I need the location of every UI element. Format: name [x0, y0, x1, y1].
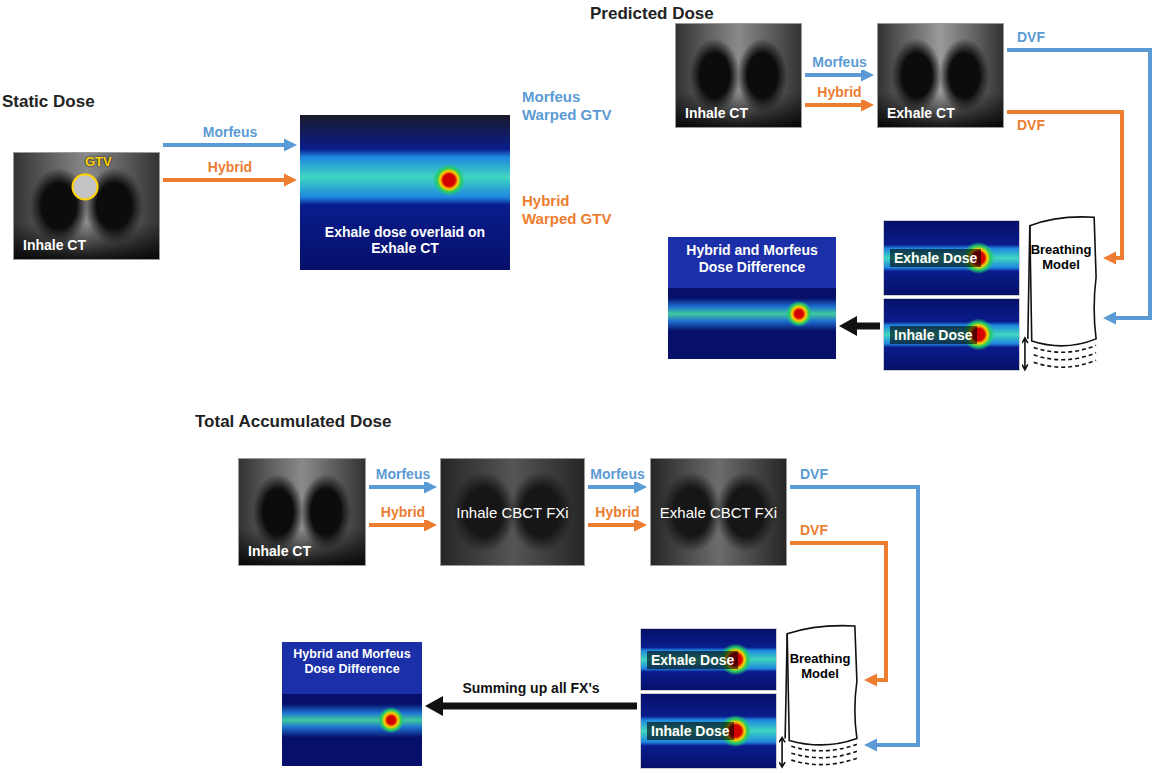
- arrow-head: [1103, 252, 1116, 265]
- arrow-label: Summing up all FX's: [460, 680, 601, 696]
- dose-image: Exhale Dose: [883, 220, 1020, 296]
- contour-label: Hybrid Warped GTV: [522, 192, 622, 228]
- arrow-head: [424, 519, 437, 532]
- outline-stroke: [1028, 226, 1030, 339]
- arrow-line: [805, 103, 861, 107]
- outline-stroke: [785, 634, 787, 739]
- node-text: Exhale Dose: [647, 651, 738, 669]
- node-text: GTV: [85, 154, 150, 169]
- section-title: Static Dose: [2, 92, 95, 112]
- arrow-head: [425, 696, 443, 716]
- node-text: Inhale CT: [248, 543, 356, 559]
- arrow-head: [284, 174, 297, 187]
- node-text: Inhale CT: [685, 105, 792, 121]
- arrow-label: DVF: [1015, 29, 1047, 45]
- arrow-head: [424, 481, 437, 494]
- outline-stroke: [1034, 360, 1096, 367]
- outline-stroke: [791, 758, 857, 764]
- cbct-image: Exhale CBCT FXi: [650, 458, 787, 566]
- flow-arrow: [805, 69, 874, 82]
- outline-stroke: [1034, 345, 1096, 352]
- arrow-label: Morfeus: [588, 466, 646, 482]
- outline-stroke: [791, 751, 857, 757]
- arrow-label: Hybrid: [379, 504, 427, 520]
- node-text: Exhale Dose: [890, 249, 981, 267]
- breathing-model: Breathing Model: [779, 622, 861, 770]
- dose-difference-image: Hybrid and Morfeus Dose Difference: [282, 642, 422, 766]
- ct-image: GTV Inhale CT: [13, 152, 160, 260]
- arrow-label: Morfeus: [810, 54, 868, 70]
- breathing-model-outline: [1022, 213, 1100, 373]
- outline-stroke: [1022, 338, 1028, 370]
- arrow-label: DVF: [798, 522, 830, 538]
- node-text: Exhale CBCT FXi: [660, 504, 777, 521]
- arrow-line: [369, 485, 424, 489]
- flow-arrow: [588, 519, 647, 532]
- ct-image: Exhale CT: [877, 23, 1004, 128]
- arrow-label: Morfeus: [201, 124, 259, 140]
- outline-stroke: [1030, 217, 1096, 346]
- arrow-head: [839, 316, 857, 336]
- section-title: Total Accumulated Dose: [195, 412, 391, 432]
- node-text: Inhale CBCT FXi: [456, 504, 568, 521]
- arrow-label: Hybrid: [593, 504, 641, 520]
- arrow-head: [864, 674, 877, 687]
- node-text: Breathing Model: [779, 652, 861, 682]
- flow-arrow: [425, 696, 637, 716]
- node-text: Hybrid and Morfeus Dose Difference: [672, 242, 832, 276]
- arrow-head: [284, 139, 297, 152]
- arrow-head: [864, 739, 877, 752]
- node-text: Breathing Model: [1022, 243, 1100, 273]
- arrow-head: [861, 99, 874, 112]
- outline-stroke: [779, 737, 785, 767]
- arrow-line: [163, 178, 284, 182]
- dose-image: Exhale Dose: [640, 628, 777, 691]
- arrow-line: [369, 523, 424, 527]
- ct-image: Inhale CT: [675, 23, 802, 128]
- flow-arrow: [588, 481, 647, 494]
- breathing-model: Breathing Model: [1022, 213, 1100, 373]
- dose-image: Inhale Dose: [640, 693, 777, 769]
- outline-stroke: [1034, 353, 1096, 360]
- dose-image: Inhale Dose: [883, 298, 1020, 371]
- node-text: Inhale Dose: [647, 722, 734, 740]
- arrow-label: Hybrid: [815, 84, 863, 100]
- flow-arrow: [163, 174, 297, 187]
- arrow-label: DVF: [798, 466, 830, 482]
- node-text: Exhale dose overlaid on Exhale CT: [318, 224, 493, 256]
- arrow-line: [443, 703, 637, 710]
- arrow-head: [1103, 312, 1116, 325]
- contour-label: Morfeus Warped GTV: [522, 88, 622, 124]
- section-title: Predicted Dose: [590, 4, 714, 24]
- arrow-line: [588, 485, 634, 489]
- dose-overlay-image: Exhale dose overlaid on Exhale CT: [300, 115, 510, 270]
- arrow-label: Morfeus: [374, 466, 432, 482]
- cbct-image: Inhale CBCT FXi: [440, 458, 585, 566]
- node-text: Inhale CT: [23, 237, 150, 253]
- arrow-label: Hybrid: [206, 159, 254, 175]
- arrow-head: [634, 519, 647, 532]
- flow-arrow: [163, 139, 297, 152]
- flow-arrow: [369, 481, 437, 494]
- flow-arrow: [839, 316, 880, 336]
- arrow-line: [857, 323, 880, 330]
- node-text: Inhale Dose: [890, 326, 977, 344]
- arrow-line: [588, 523, 634, 527]
- flow-arrow: [805, 99, 874, 112]
- arrow-line: [805, 73, 861, 77]
- node-text: Hybrid and Morfeus Dose Difference: [286, 647, 418, 677]
- arrow-head: [861, 69, 874, 82]
- ct-image: Inhale CT: [238, 458, 366, 566]
- flow-arrow: [369, 519, 437, 532]
- breathing-model-outline: [779, 622, 861, 770]
- outline-stroke: [787, 626, 857, 745]
- arrow-label: DVF: [1015, 117, 1047, 133]
- node-text: Exhale CT: [887, 105, 994, 121]
- arrow-head: [634, 481, 647, 494]
- arrow-line: [163, 143, 284, 147]
- outline-stroke: [791, 744, 857, 750]
- dose-difference-image: Hybrid and Morfeus Dose Difference: [668, 237, 836, 359]
